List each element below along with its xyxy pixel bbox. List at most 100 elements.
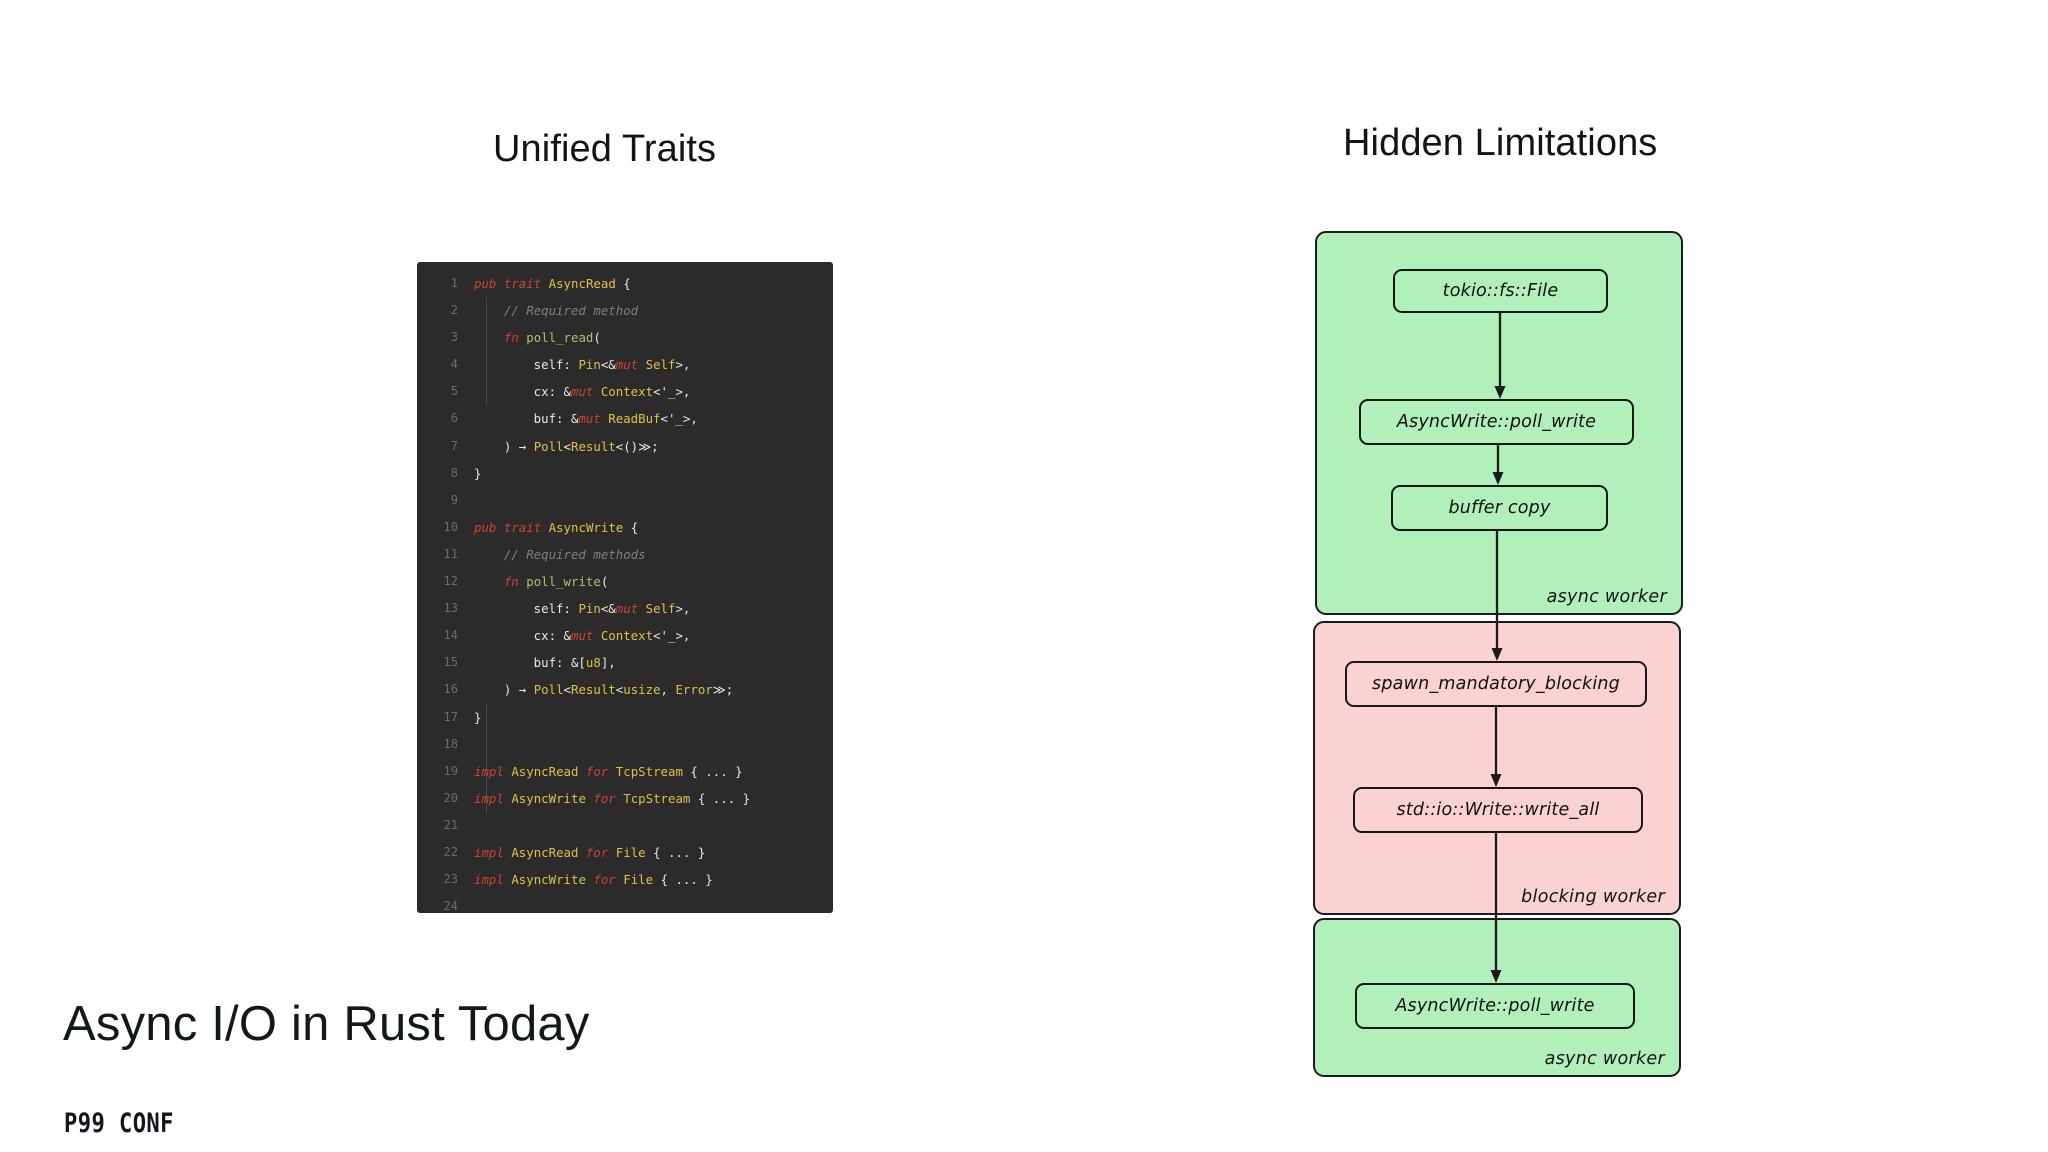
code-token: < <box>615 682 624 698</box>
code-token: for <box>585 844 609 860</box>
flow-diagram: async worker blocking worker async worke… <box>1313 231 1685 1077</box>
code-token: for <box>585 763 609 779</box>
subgraph-label: blocking worker <box>1521 887 1665 907</box>
code-line: 8} <box>418 460 832 487</box>
code-token: ≫; <box>712 682 734 698</box>
node-asyncwrite-poll-write-top: AsyncWrite::poll_write <box>1359 399 1634 445</box>
p99conf-logo: P99 CONF <box>64 1108 174 1139</box>
code-line-number: 2 <box>450 303 458 318</box>
code-token: fn <box>503 574 519 590</box>
code-line: 18 <box>418 731 832 758</box>
code-token: Self <box>645 601 676 617</box>
code-token: mut <box>578 411 601 427</box>
code-token: buf: & <box>474 411 579 427</box>
code-token: Poll <box>533 682 564 698</box>
code-token: File <box>615 844 646 860</box>
code-lines-container: 1 pub trait AsyncRead { 2 // Required meth… <box>418 263 832 912</box>
code-line-number: 13 <box>443 601 458 616</box>
code-line-number: 8 <box>450 465 458 480</box>
code-line-text: cx: &mut Context<'_>, <box>474 622 691 649</box>
code-line-number: 10 <box>443 519 458 534</box>
code-token: { <box>615 276 631 291</box>
node-tokio-fs-file: tokio::fs::File <box>1393 269 1608 313</box>
code-token: Result <box>571 438 616 454</box>
code-line-number: 5 <box>450 384 458 399</box>
code-line-text: pub trait AsyncWrite { <box>474 514 638 541</box>
code-token: Result <box>571 682 616 698</box>
code-token <box>638 601 645 616</box>
code-token: mut <box>615 601 639 617</box>
code-token: ], <box>600 655 616 671</box>
code-line-number: 18 <box>443 736 458 751</box>
code-token: { ... } <box>645 844 706 860</box>
code-token: AsyncWrite <box>511 872 586 888</box>
code-token: <'_>, <box>653 628 691 644</box>
code-token: { <box>623 519 639 535</box>
code-token <box>578 764 585 779</box>
code-token: AsyncRead <box>548 276 616 291</box>
code-token: Poll <box>533 438 564 454</box>
code-line-number: 1 <box>450 276 458 290</box>
code-token: < <box>563 438 571 454</box>
code-line-number: 3 <box>450 330 458 345</box>
code-token: AsyncWrite <box>548 519 624 535</box>
code-token <box>496 520 503 535</box>
code-line-number: 9 <box>450 492 458 507</box>
code-line-number: 19 <box>443 763 458 778</box>
code-line-number: 15 <box>443 655 458 670</box>
code-line-text: ) → Poll<Result<usize, Error≫; <box>474 676 733 703</box>
code-line-text: } <box>474 460 481 487</box>
rust-code-block: 1 pub trait AsyncRead { 2 // Required meth… <box>418 263 832 912</box>
code-line-text: pub trait AsyncRead { <box>474 270 631 297</box>
code-token: self: <box>474 357 579 373</box>
code-line-number: 21 <box>443 817 458 832</box>
code-line-text: impl AsyncRead for TcpStream { ... } <box>474 758 743 785</box>
indent-guide-icon <box>486 704 487 814</box>
code-line: 6 buf: &mut ReadBuf<'_>, <box>418 405 832 432</box>
indent-guide-icon <box>486 297 487 405</box>
code-token: ( <box>600 574 609 590</box>
code-line-number: 7 <box>450 438 458 453</box>
code-token: ( <box>593 330 601 346</box>
code-token: AsyncWrite <box>511 790 586 806</box>
code-line-text: impl AsyncWrite for TcpStream { ... } <box>474 785 750 812</box>
code-token: mut <box>570 384 594 400</box>
code-token: Error <box>675 682 713 698</box>
code-token <box>474 330 504 345</box>
code-token: } <box>474 465 482 481</box>
code-token: { ... } <box>690 790 751 806</box>
left-column-heading: Unified Traits <box>493 128 717 170</box>
code-line-text: ) → Poll<Result<()≫; <box>474 433 659 460</box>
node-asyncwrite-poll-write-bottom: AsyncWrite::poll_write <box>1355 983 1635 1029</box>
code-line-number: 22 <box>443 844 458 859</box>
code-token: <()≫; <box>615 438 659 454</box>
code-token: < <box>563 682 571 698</box>
code-token: Pin <box>578 601 601 617</box>
code-line: 24 <box>418 893 832 912</box>
code-line-number: 23 <box>443 872 458 887</box>
code-token: { ... } <box>682 763 743 779</box>
code-line-text: // Required methods <box>474 541 646 568</box>
code-token <box>593 384 600 399</box>
code-token: cx: & <box>474 628 571 644</box>
code-token: poll_write <box>526 574 601 590</box>
code-line: 14 cx: &mut Context<'_>, <box>418 622 832 649</box>
code-token: impl <box>474 790 504 806</box>
code-token: impl <box>474 872 504 888</box>
code-token: poll_read <box>526 330 594 346</box>
code-token: <'_>, <box>660 411 698 427</box>
code-token: Pin <box>578 357 601 373</box>
code-token: u8 <box>585 655 601 671</box>
code-token: for <box>593 790 616 806</box>
code-token: <& <box>600 357 616 373</box>
code-line: 1 pub trait AsyncRead { <box>418 270 832 297</box>
code-token: } <box>474 709 482 725</box>
code-token <box>608 845 615 860</box>
code-line-number: 17 <box>443 709 458 724</box>
code-line-text: buf: &[u8], <box>474 649 616 676</box>
code-token <box>474 574 504 589</box>
code-token: TcpStream <box>623 790 691 806</box>
